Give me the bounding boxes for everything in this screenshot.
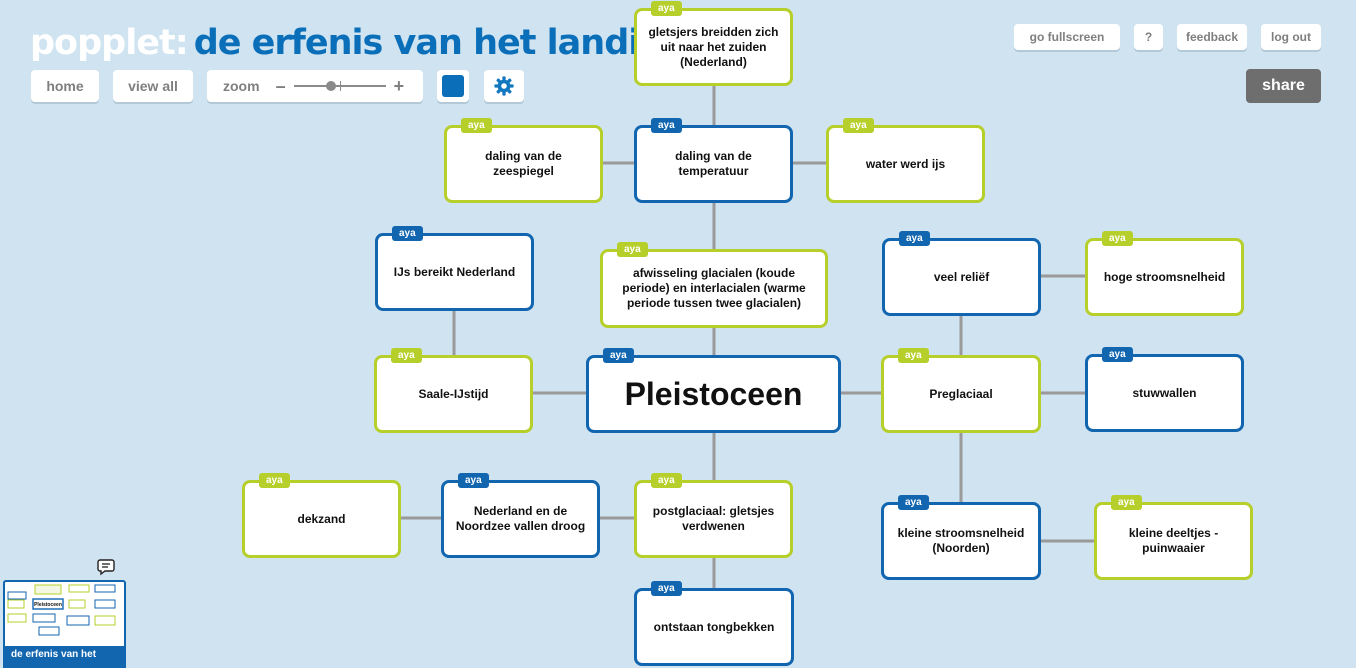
popple-deeltjes[interactable]: aya kleine deeltjes - puinwaaier xyxy=(1094,495,1253,580)
popple-afwisseling[interactable]: aya afwisseling glacialen (koude periode… xyxy=(600,242,828,328)
fullscreen-button[interactable]: go fullscreen xyxy=(1014,24,1120,50)
popple-postglaciaal[interactable]: aya postglaciaal: gletsjes verdwenen xyxy=(634,473,793,558)
author-tag: aya xyxy=(651,1,682,16)
zoom-in-button[interactable]: + xyxy=(393,75,405,96)
popple-hoge-stroomsnelheid[interactable]: aya hoge stroomsnelheid xyxy=(1085,231,1244,316)
minimap-title: de erfenis van het xyxy=(5,646,124,666)
author-tag: aya xyxy=(1102,347,1133,362)
popple-text: Pleistoceen xyxy=(624,376,803,412)
popple-gletsjers[interactable]: aya gletsjers breidden zich uit naar het… xyxy=(634,1,793,86)
author-tag: aya xyxy=(843,118,874,133)
share-button[interactable]: share xyxy=(1246,69,1321,103)
zoom-slider-tick xyxy=(339,81,341,91)
settings-button[interactable] xyxy=(484,70,524,102)
popple-zeespiegel[interactable]: aya daling van de zeespiegel xyxy=(444,118,603,203)
popple-text: dekzand xyxy=(297,511,346,526)
popple-pleistoceen[interactable]: aya Pleistoceen xyxy=(586,348,841,433)
popple-saale[interactable]: aya Saale-IJstijd xyxy=(374,348,533,433)
author-tag: aya xyxy=(603,348,634,363)
gear-icon xyxy=(494,76,514,96)
zoom-slider-handle[interactable] xyxy=(325,81,336,91)
popple-dekzand[interactable]: aya dekzand xyxy=(242,473,401,558)
author-tag: aya xyxy=(458,473,489,488)
author-tag: aya xyxy=(391,348,422,363)
comment-icon[interactable] xyxy=(97,558,115,576)
popple-temperatuur[interactable]: aya daling van de temperatuur xyxy=(634,118,793,203)
popple-text: stuwwallen xyxy=(1132,385,1197,400)
author-tag: aya xyxy=(651,473,682,488)
author-tag: aya xyxy=(651,118,682,133)
brand-separator: : xyxy=(174,23,189,63)
author-tag: aya xyxy=(651,581,682,596)
minimap[interactable]: Pleistoceen de erfenis van het xyxy=(3,580,126,668)
popple-text: daling van de temperatuur xyxy=(675,149,752,178)
color-picker-button[interactable] xyxy=(437,70,469,102)
zoom-control: zoom – + xyxy=(207,70,423,102)
author-tag: aya xyxy=(898,495,929,510)
popple-preglaciaal[interactable]: aya Preglaciaal xyxy=(881,348,1041,433)
zoom-slider[interactable] xyxy=(293,76,386,96)
zoom-label: zoom xyxy=(223,78,260,94)
author-tag: aya xyxy=(259,473,290,488)
minimap-preview: Pleistoceen xyxy=(7,584,116,636)
popple-kleine-stroomsnelheid[interactable]: aya kleine stroomsnelheid (Noorden) xyxy=(881,495,1041,580)
popple-text: gletsjers breidden zich uit naar het zui… xyxy=(648,24,779,69)
popple-text: kleine stroomsnelheid (Noorden) xyxy=(897,526,1025,555)
author-tag: aya xyxy=(1102,231,1133,246)
popple-text: kleine deeltjes - puinwaaier xyxy=(1128,526,1219,555)
author-tag: aya xyxy=(617,242,648,257)
author-tag: aya xyxy=(461,118,492,133)
view-all-button[interactable]: view all xyxy=(113,70,193,102)
help-button[interactable]: ? xyxy=(1134,24,1163,50)
logout-button[interactable]: log out xyxy=(1261,24,1321,50)
popple-text: postglaciaal: gletsjes verdwenen xyxy=(652,504,775,533)
popple-text: Nederland en de Noordzee vallen droog xyxy=(455,504,586,533)
author-tag: aya xyxy=(899,231,930,246)
popple-text: veel reliëf xyxy=(933,269,990,284)
svg-text:Pleistoceen: Pleistoceen xyxy=(34,602,62,608)
author-tag: aya xyxy=(1111,495,1142,510)
popple-text: IJs bereikt Nederland xyxy=(393,264,516,279)
brand-name: popplet xyxy=(30,23,176,63)
popple-text: ontstaan tongbekken xyxy=(653,619,775,634)
popple-ijs-bereikt[interactable]: aya IJs bereikt Nederland xyxy=(375,226,534,311)
popple-tongbekken[interactable]: aya ontstaan tongbekken xyxy=(634,581,794,666)
author-tag: aya xyxy=(898,348,929,363)
popple-ijs[interactable]: aya water werd ijs xyxy=(826,118,985,203)
feedback-button[interactable]: feedback xyxy=(1177,24,1247,50)
popple-text: water werd ijs xyxy=(865,156,946,171)
popple-droog[interactable]: aya Nederland en de Noordzee vallen droo… xyxy=(441,473,600,558)
popple-text: daling van de zeespiegel xyxy=(485,149,562,178)
popple-stuwwallen[interactable]: aya stuwwallen xyxy=(1085,347,1244,432)
popple-text: hoge stroomsnelheid xyxy=(1103,269,1226,284)
popplet-title[interactable]: de erfenis van het landijs xyxy=(193,23,671,63)
popple-text: afwisseling glacialen (koude periode) en… xyxy=(622,266,806,310)
popple-text: Saale-IJstijd xyxy=(418,386,489,401)
home-button[interactable]: home xyxy=(31,70,99,102)
app-logo[interactable]: popplet:de erfenis van het landijs xyxy=(30,22,671,64)
popple-relief[interactable]: aya veel reliëf xyxy=(882,231,1041,316)
zoom-out-button[interactable]: – xyxy=(275,75,286,96)
author-tag: aya xyxy=(392,226,423,241)
popple-text: Preglaciaal xyxy=(929,386,993,401)
color-swatch-icon xyxy=(442,75,464,97)
